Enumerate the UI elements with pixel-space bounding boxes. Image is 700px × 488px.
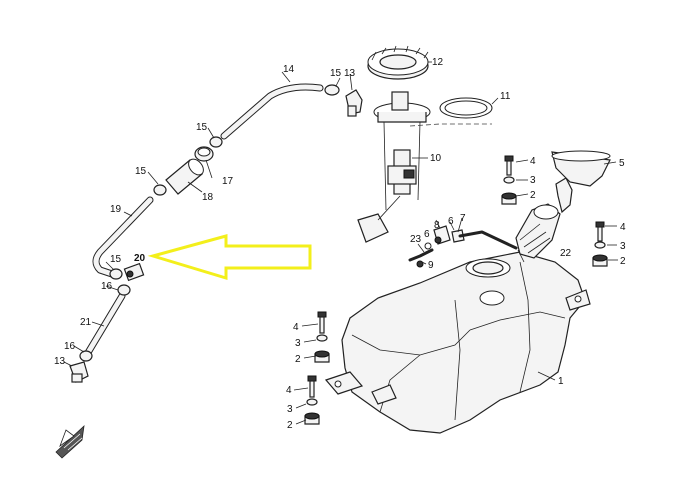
- callout-3: 3: [620, 241, 626, 252]
- quick-connector-top[interactable]: [345, 89, 363, 117]
- hose-clamp-top[interactable]: [324, 84, 340, 96]
- callout-2: 2: [620, 256, 626, 267]
- fuel-hose-19[interactable]: [92, 196, 154, 278]
- mount-hardware-a[interactable]: [501, 155, 517, 205]
- hose-clamp-15-mid[interactable]: [209, 136, 223, 148]
- vent-valve-assembly[interactable]: [408, 225, 525, 268]
- callout-12: 12: [432, 57, 444, 68]
- callout-6: 6: [448, 216, 454, 227]
- leader-lines: [63, 71, 618, 425]
- fuel-hose-14[interactable]: [220, 83, 324, 140]
- direction-arrow-icon: [55, 424, 85, 459]
- callout-6: 6: [424, 229, 430, 240]
- callout-5: 5: [619, 158, 625, 169]
- fuel-pump[interactable]: [357, 91, 431, 243]
- lock-ring[interactable]: [367, 45, 432, 80]
- callout-4: 4: [286, 385, 292, 396]
- callout-10: 10: [430, 153, 442, 164]
- fuel-filter[interactable]: [165, 156, 206, 195]
- callout-7: 7: [460, 213, 466, 224]
- callout-15: 15: [330, 68, 342, 79]
- callout-14: 14: [283, 64, 295, 75]
- fuel-tank[interactable]: [324, 251, 591, 434]
- mount-hardware-d[interactable]: [304, 375, 320, 425]
- callout-17: 17: [222, 176, 234, 187]
- callout-9: 9: [428, 260, 434, 271]
- highlight-arrow: [147, 234, 312, 281]
- hose-clamp-17[interactable]: [194, 146, 214, 162]
- pump-gasket[interactable]: [439, 97, 499, 119]
- callout-2: 2: [530, 190, 536, 201]
- callout-13: 13: [54, 356, 66, 367]
- callout-16: 16: [64, 341, 76, 352]
- hose-clamp-16-lower[interactable]: [79, 350, 93, 362]
- callout-1: 1: [558, 376, 564, 387]
- callout-11: 11: [500, 91, 511, 102]
- callout-2: 2: [295, 354, 301, 365]
- callout-21: 21: [80, 317, 92, 328]
- callout-18: 18: [202, 192, 214, 203]
- callout-4: 4: [293, 322, 299, 333]
- callout-19: 19: [110, 204, 122, 215]
- hose-fitting-20[interactable]: [123, 262, 145, 282]
- mount-hardware-b[interactable]: [592, 221, 608, 267]
- fuel-cap[interactable]: [551, 150, 617, 187]
- callout-3: 3: [295, 338, 301, 349]
- callout-3: 3: [530, 175, 536, 186]
- hose-clamp-16-upper[interactable]: [117, 284, 131, 296]
- quick-connector-bottom[interactable]: [69, 361, 89, 383]
- hose-clamp-15-left[interactable]: [153, 184, 167, 196]
- callout-8: 8: [434, 220, 440, 231]
- filler-neck[interactable]: [515, 177, 573, 259]
- callout-4: 4: [620, 222, 626, 233]
- callout-3: 3: [287, 404, 293, 415]
- callout-15: 15: [110, 254, 122, 265]
- callout-16: 16: [101, 281, 113, 292]
- callout-22: 22: [560, 248, 572, 259]
- callout-23: 23: [410, 234, 422, 245]
- callout-4: 4: [530, 156, 536, 167]
- callout-20: 20: [134, 253, 146, 264]
- callout-15: 15: [196, 122, 208, 133]
- mount-hardware-c[interactable]: [314, 311, 330, 363]
- callout-13: 13: [344, 68, 356, 79]
- callout-2: 2: [287, 420, 293, 431]
- callout-15: 15: [135, 166, 147, 177]
- hose-clamp-15-lower[interactable]: [109, 268, 123, 280]
